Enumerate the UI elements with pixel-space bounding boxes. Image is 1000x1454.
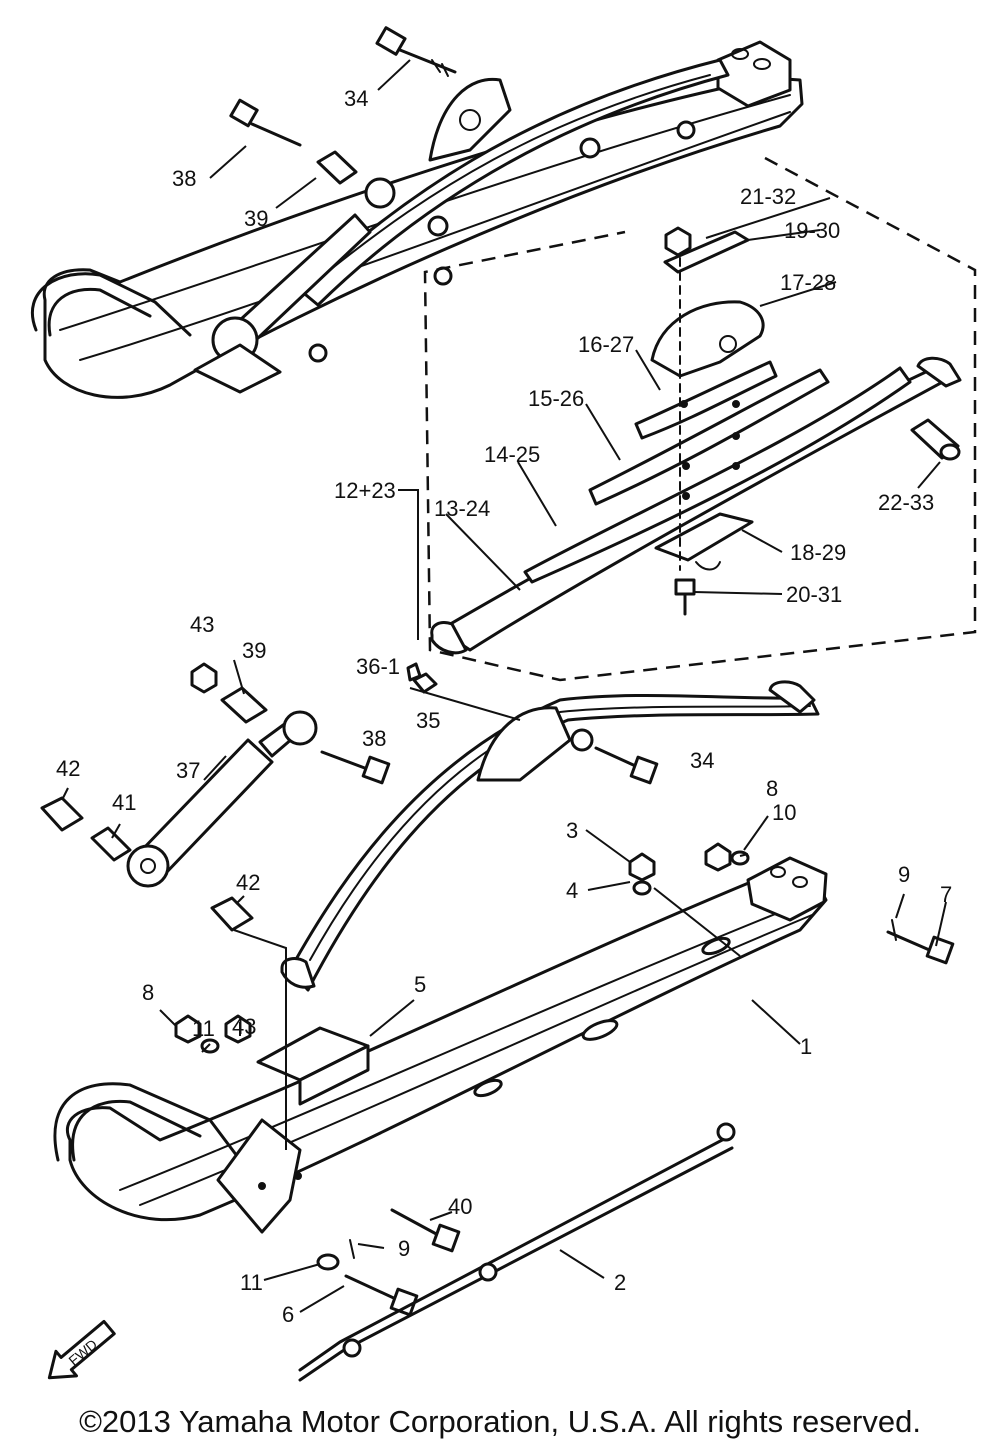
bolt-20-31 bbox=[674, 578, 696, 616]
copyright-notice: ©2013 Yamaha Motor Corporation, U.S.A. A… bbox=[79, 1404, 921, 1439]
part-labels: 34 38 39 21-32 19-30 17-28 16-27 15-26 1… bbox=[56, 86, 952, 1327]
label-4: 4 bbox=[566, 878, 578, 903]
label-14-25: 14-25 bbox=[484, 442, 540, 467]
label-34-lower: 34 bbox=[690, 748, 714, 773]
label-6: 6 bbox=[282, 1302, 294, 1327]
label-22-33: 22-33 bbox=[878, 490, 934, 515]
bolt-38-upper bbox=[229, 98, 302, 147]
label-15-26: 15-26 bbox=[528, 386, 584, 411]
label-16-27: 16-27 bbox=[578, 332, 634, 357]
ski-lower bbox=[53, 856, 828, 1234]
label-38-lower: 38 bbox=[362, 726, 386, 751]
leader-lines bbox=[61, 59, 947, 1313]
label-18-29: 18-29 bbox=[790, 540, 846, 565]
label-43-upper: 43 bbox=[190, 612, 214, 637]
label-11-upper: 11 bbox=[192, 1016, 215, 1041]
label-13-24: 13-24 bbox=[434, 496, 490, 521]
exploded-spring-outline bbox=[423, 156, 977, 682]
label-7: 7 bbox=[940, 882, 952, 907]
label-39-upper: 39 bbox=[244, 206, 268, 231]
fwd-arrow-icon: FWD bbox=[47, 1319, 116, 1380]
label-41: 41 bbox=[112, 790, 136, 815]
ski-runner bbox=[66, 868, 828, 1222]
label-19-30: 19-30 bbox=[784, 218, 840, 243]
leaf-spring-stack bbox=[430, 226, 962, 655]
label-8-left: 8 bbox=[142, 980, 154, 1005]
label-3: 3 bbox=[566, 818, 578, 843]
label-1: 1 bbox=[800, 1034, 812, 1059]
label-12-23: 12+23 bbox=[334, 478, 396, 503]
label-11-lower: 11 bbox=[240, 1270, 263, 1295]
fitting-35-36 bbox=[406, 662, 438, 694]
label-17-28: 17-28 bbox=[780, 270, 836, 295]
label-38-upper: 38 bbox=[172, 166, 196, 191]
assembled-ski bbox=[30, 40, 804, 399]
label-5: 5 bbox=[414, 972, 426, 997]
label-37: 37 bbox=[176, 758, 200, 783]
label-20-31: 20-31 bbox=[786, 582, 842, 607]
label-35: 35 bbox=[416, 708, 440, 733]
label-42-lower: 42 bbox=[236, 870, 260, 895]
leaf-spring-lower bbox=[280, 680, 820, 992]
label-42-upper: 42 bbox=[56, 756, 80, 781]
label-39-lower: 39 bbox=[242, 638, 266, 663]
label-10: 10 bbox=[772, 800, 796, 825]
label-43-lower: 43 bbox=[232, 1014, 256, 1039]
bolt-34-upper bbox=[375, 26, 457, 77]
label-36-1: 36-1 bbox=[356, 654, 400, 679]
spacer-39-upper bbox=[316, 150, 358, 185]
damper-assembly-exploded bbox=[40, 662, 391, 932]
label-8-right: 8 bbox=[766, 776, 778, 801]
label-9-right: 9 bbox=[898, 862, 910, 887]
label-9-left: 9 bbox=[398, 1236, 410, 1261]
label-2: 2 bbox=[614, 1270, 626, 1295]
lower-fittings bbox=[174, 842, 955, 1317]
runner-rod bbox=[298, 1122, 736, 1382]
label-21-32: 21-32 bbox=[740, 184, 796, 209]
label-40: 40 bbox=[448, 1194, 472, 1219]
label-34-upper: 34 bbox=[344, 86, 368, 111]
